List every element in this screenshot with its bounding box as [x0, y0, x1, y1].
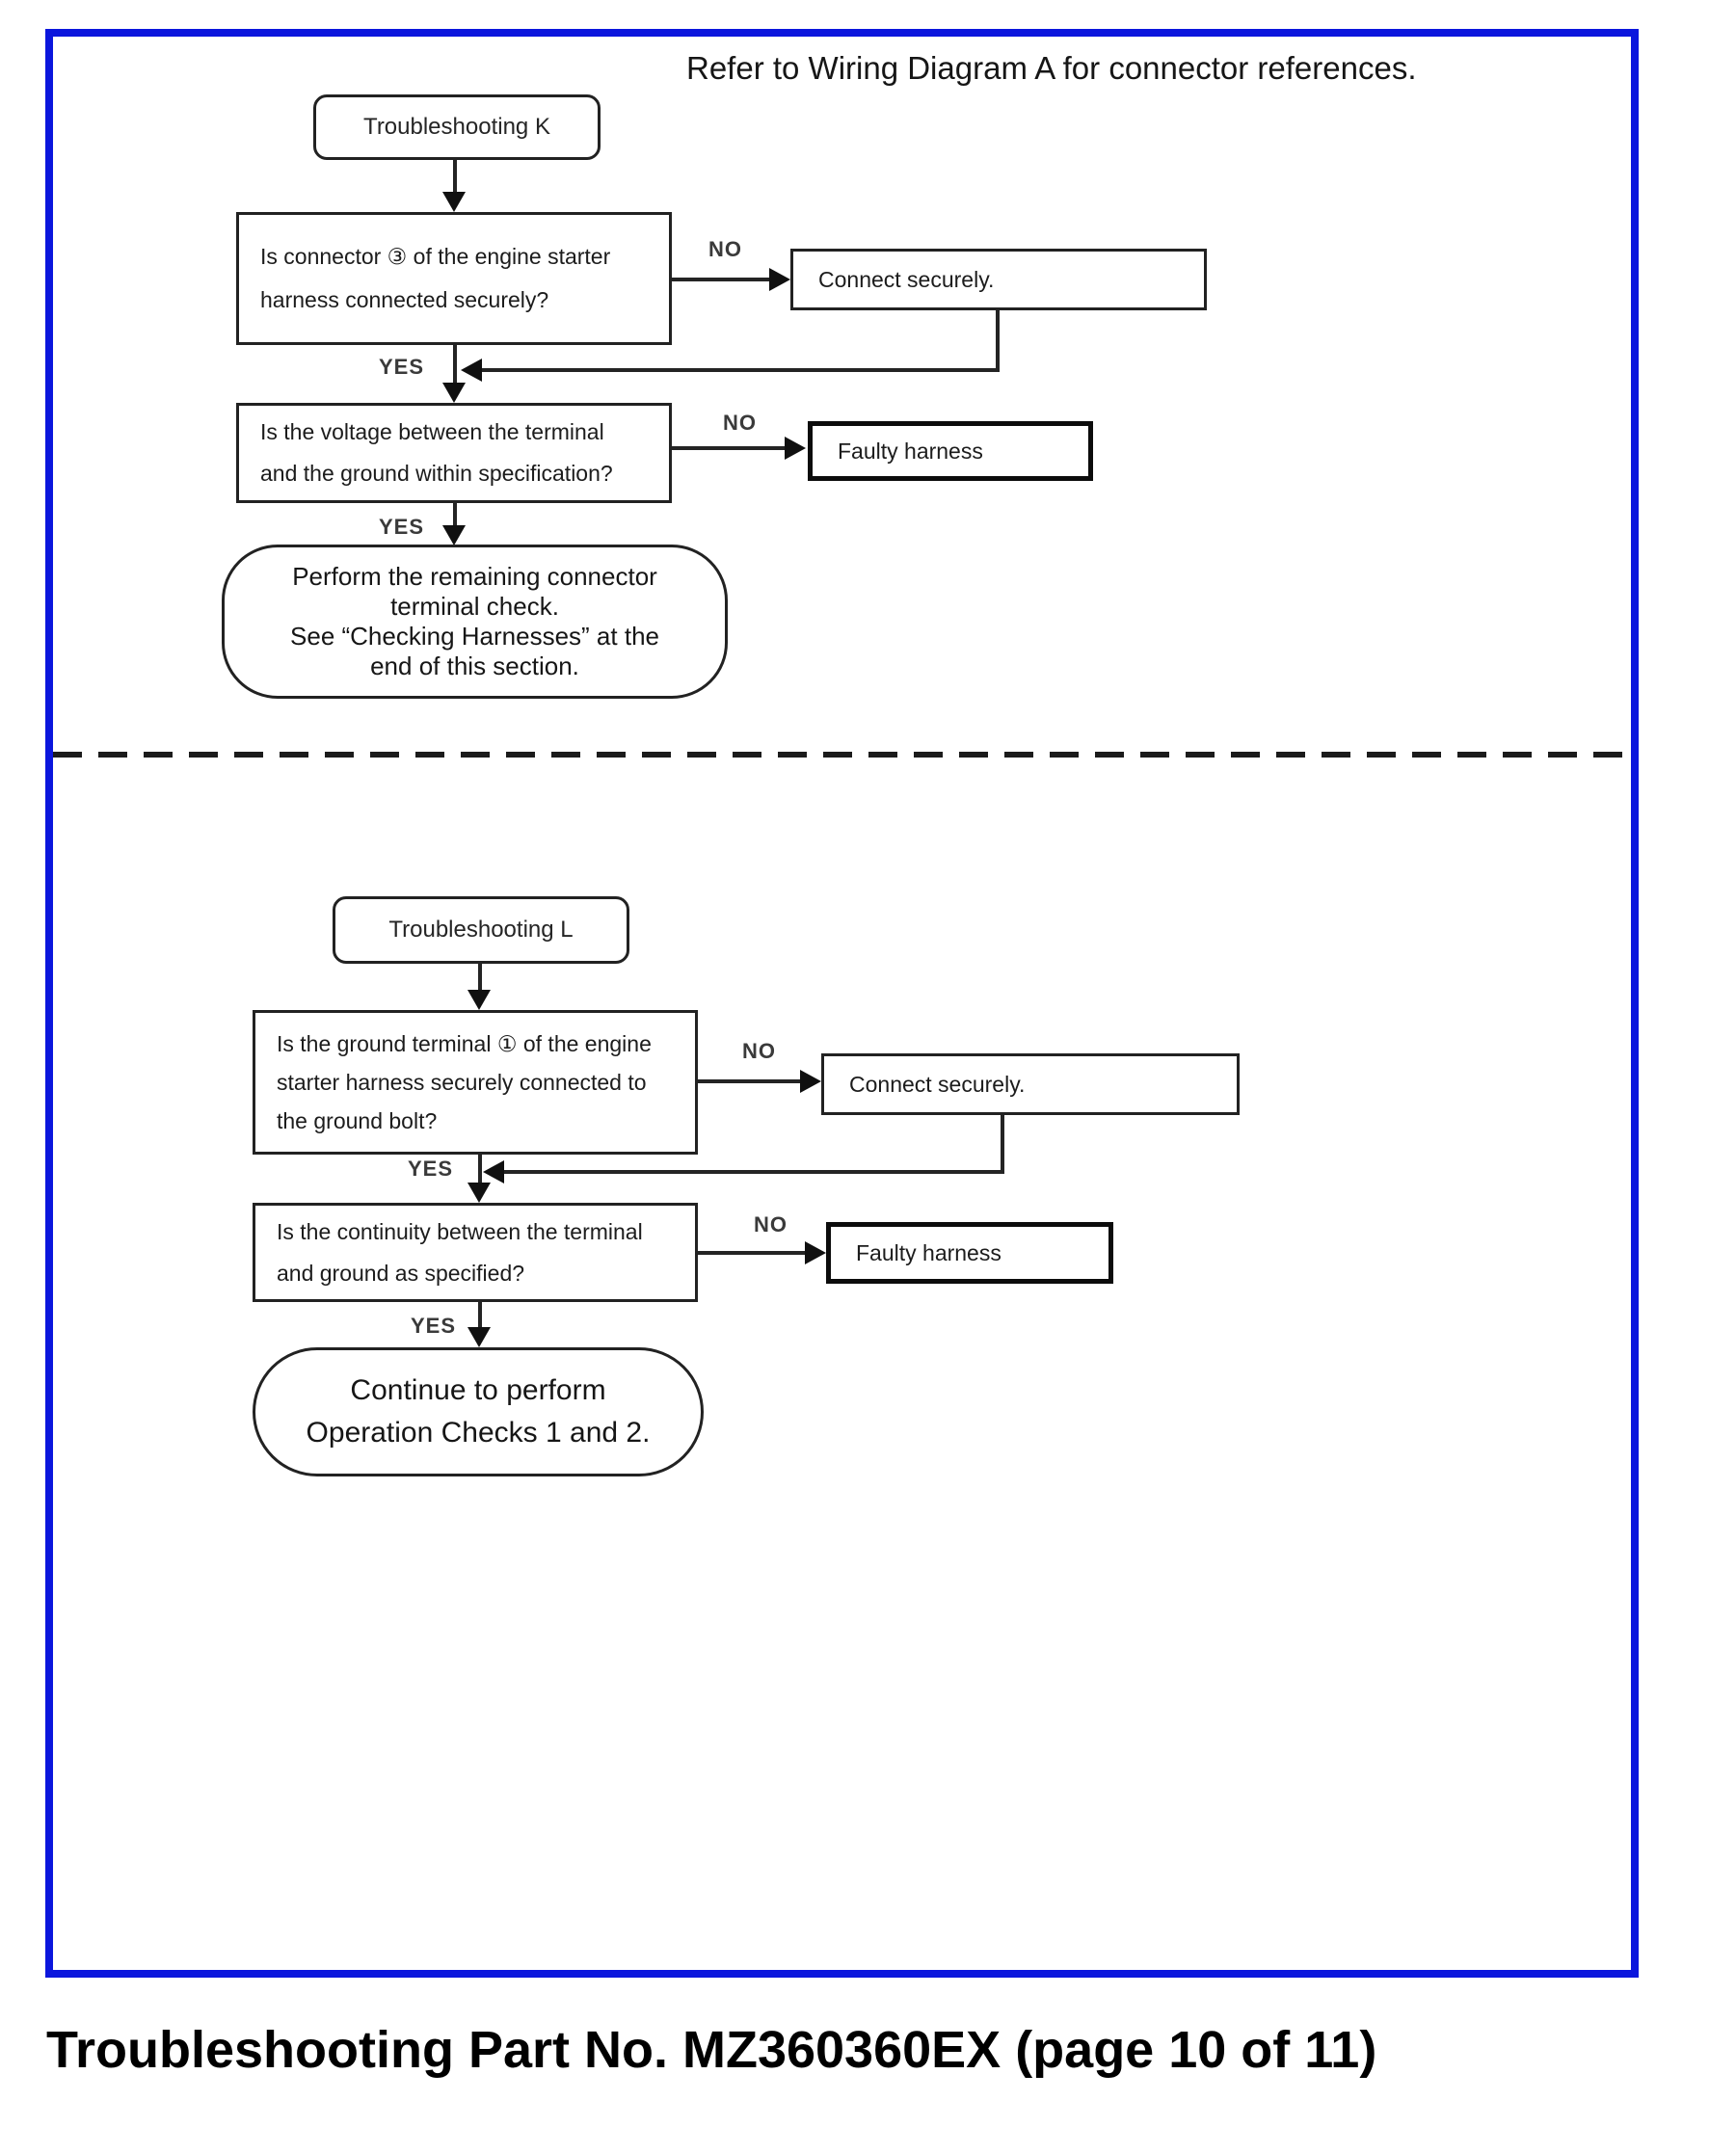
k-yes-1-label: YES	[379, 355, 425, 379]
k-question-1: Is connector ③ of the engine starter har…	[236, 212, 672, 345]
k-end-line1: Perform the remaining connector	[292, 562, 657, 591]
l-feedback-hline	[503, 1170, 1004, 1174]
k-arrow-right-icon-2	[785, 437, 806, 460]
k-arrow-left-icon	[461, 359, 482, 382]
l-no-2-line	[698, 1251, 807, 1255]
l-action-connect: Connect securely.	[821, 1053, 1240, 1115]
k-action-faulty-harness: Faulty harness	[808, 421, 1093, 481]
k-question-2-line2: and the ground within specification?	[260, 461, 613, 486]
k-question-2-line1: Is the voltage between the terminal	[260, 419, 604, 444]
k-arrow-down-icon-3	[442, 525, 466, 545]
l-arrow-right-icon-1	[800, 1070, 821, 1093]
l-start-node: Troubleshooting L	[333, 896, 629, 964]
l-question-1: Is the ground terminal ① of the engine s…	[253, 1010, 698, 1155]
k-arrow-down-icon-1	[442, 192, 466, 212]
l-no-2-label: NO	[754, 1212, 788, 1237]
k-yes-1-line	[453, 345, 457, 386]
l-question-2-line2: and ground as specified?	[277, 1260, 525, 1286]
l-question-1-line2: starter harness securely connected to	[277, 1069, 647, 1095]
l-yes-1-line	[478, 1155, 482, 1185]
l-no-1-line	[698, 1079, 802, 1083]
l-arrow-right-icon-2	[805, 1241, 826, 1264]
l-question-2: Is the continuity between the terminal a…	[253, 1203, 698, 1302]
k-end-node: Perform the remaining connector terminal…	[222, 545, 728, 699]
l-end-node: Continue to perform Operation Checks 1 a…	[253, 1347, 704, 1476]
l-arrow-down-icon-3	[467, 1327, 491, 1347]
k-question-2: Is the voltage between the terminal and …	[236, 403, 672, 503]
wiring-note: Refer to Wiring Diagram A for connector …	[686, 50, 1417, 86]
section-divider	[53, 752, 1628, 758]
l-yes-2-line	[478, 1300, 482, 1328]
l-question-2-line1: Is the continuity between the terminal	[277, 1218, 643, 1244]
k-feedback-vline	[996, 310, 1000, 370]
k-start-connector-line	[453, 158, 457, 193]
k-question-1-line1: Is connector ③ of the engine starter	[260, 244, 611, 269]
l-question-1-line3: the ground bolt?	[277, 1107, 438, 1133]
k-no-1-line	[672, 278, 771, 281]
l-arrow-left-icon	[483, 1160, 504, 1183]
l-yes-1-label: YES	[408, 1157, 454, 1181]
k-action-connect: Connect securely.	[790, 249, 1207, 310]
l-start-label: Troubleshooting L	[388, 917, 574, 943]
k-action-connect-label: Connect securely.	[818, 266, 995, 292]
l-arrow-down-icon-1	[467, 990, 491, 1010]
l-question-1-line1: Is the ground terminal ① of the engine	[277, 1030, 652, 1056]
k-end-line3: See “Checking Harnesses” at the	[290, 622, 659, 651]
k-start-label: Troubleshooting K	[363, 114, 550, 140]
l-action-faulty-harness: Faulty harness	[826, 1222, 1113, 1284]
k-feedback-hline	[481, 368, 1000, 372]
k-end-line4: end of this section.	[370, 652, 579, 680]
k-end-line2: terminal check.	[390, 592, 559, 621]
k-question-1-line2: harness connected securely?	[260, 287, 549, 312]
l-start-connector-line	[478, 962, 482, 992]
l-action-faulty-label: Faulty harness	[856, 1239, 1002, 1265]
l-feedback-vline	[1001, 1115, 1004, 1174]
k-arrow-right-icon-1	[769, 268, 790, 291]
k-yes-2-line	[453, 501, 457, 527]
l-yes-2-label: YES	[411, 1314, 457, 1338]
k-start-node: Troubleshooting K	[313, 94, 601, 160]
k-action-faulty-label: Faulty harness	[838, 438, 983, 464]
l-no-1-label: NO	[742, 1039, 776, 1063]
k-no-2-line	[672, 446, 788, 450]
page-frame	[45, 29, 1639, 1978]
l-end-line1: Continue to perform	[350, 1374, 606, 1406]
l-end-line2: Operation Checks 1 and 2.	[306, 1417, 651, 1449]
k-yes-2-label: YES	[379, 515, 425, 539]
k-arrow-down-icon-2	[442, 383, 466, 403]
l-arrow-down-icon-2	[467, 1183, 491, 1203]
page-caption: Troubleshooting Part No. MZ360360EX (pag…	[46, 2021, 1377, 2079]
k-no-2-label: NO	[723, 411, 757, 435]
l-action-connect-label: Connect securely.	[849, 1071, 1026, 1097]
k-no-1-label: NO	[708, 237, 742, 261]
